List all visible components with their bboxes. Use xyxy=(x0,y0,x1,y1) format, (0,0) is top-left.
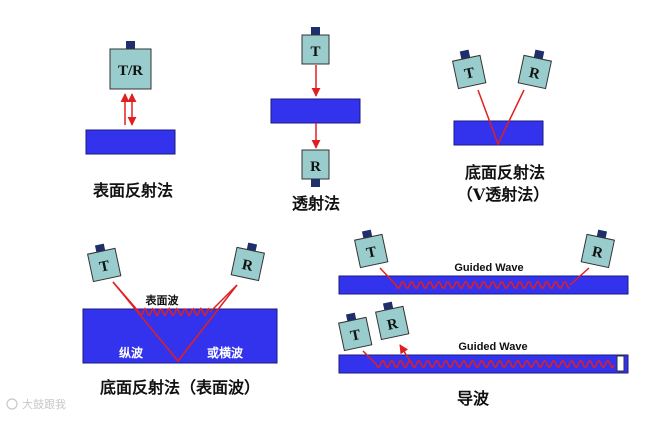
panel-v-transmission: T R 底面反射法 （V透射法） xyxy=(452,49,552,204)
connector-icon xyxy=(311,27,320,35)
caption-v-transmission-line1: 底面反射法 xyxy=(465,163,545,182)
transmitter-t: T xyxy=(87,243,122,283)
watermark-text: 大鼓跟我 xyxy=(22,397,66,411)
test-plate xyxy=(270,98,361,124)
connector-icon xyxy=(533,49,545,60)
plate-end-marker xyxy=(616,355,625,372)
transducer-tr-label: T/R xyxy=(118,63,143,79)
watermark: 大鼓跟我 xyxy=(6,397,66,411)
receiver-r: R xyxy=(517,49,552,90)
receiver-label: R xyxy=(386,316,400,334)
lower-transmitter-t: T xyxy=(338,312,373,352)
beam-v-path xyxy=(477,89,525,146)
caption-bottom-surface-wave: 底面反射法（表面波） xyxy=(100,378,260,397)
beam-in xyxy=(362,350,377,365)
surface-wave-label: 表面波 xyxy=(145,293,180,307)
transducer-tr xyxy=(109,48,152,90)
connector-icon xyxy=(126,41,135,49)
test-plate xyxy=(85,129,176,155)
transmitter-label: T xyxy=(310,44,320,60)
guided-wave-label-upper: Guided Wave xyxy=(454,262,523,274)
transmitter-t xyxy=(301,34,330,65)
transverse-wave-label: 或横波 xyxy=(207,345,244,360)
test-plate xyxy=(453,120,544,146)
beam-v-path xyxy=(112,281,238,363)
longitudinal-wave-label: 纵波 xyxy=(119,345,144,360)
receiver-label: R xyxy=(240,257,254,275)
surface-wave xyxy=(138,307,211,317)
receiver-label: R xyxy=(310,159,321,175)
caption-transmission: 透射法 xyxy=(292,194,340,213)
guided-wave-upper xyxy=(395,281,570,289)
connector-icon xyxy=(459,49,471,60)
transmitter-label: T xyxy=(463,65,476,83)
upper-transmitter-t: T xyxy=(354,229,389,269)
beam-out xyxy=(569,267,590,286)
receiver-r: R xyxy=(230,242,265,282)
transmitter-t: T xyxy=(452,49,487,90)
receiver-r xyxy=(301,149,330,180)
guided-wave-label-lower: Guided Wave xyxy=(458,341,527,353)
panel-surface-reflection: T/R 表面反射法 xyxy=(85,41,176,200)
beam-to-surface xyxy=(112,281,140,313)
watermark-logo-icon xyxy=(6,398,18,410)
transmitter-label: T xyxy=(365,244,378,262)
panel-guided-wave: T R Guided Wave T R Guided Wave 导波 xyxy=(338,229,629,408)
receiver-label: R xyxy=(527,65,541,83)
upper-test-plate xyxy=(338,275,629,295)
lower-receiver-r: R xyxy=(375,301,410,341)
transmitter-label: T xyxy=(349,327,362,345)
caption-surface-reflection: 表面反射法 xyxy=(92,181,173,200)
caption-guided-wave: 导波 xyxy=(457,389,490,408)
panel-bottom-surface-wave: T R 表面波 纵波 或横波 底面反射法（表面波） xyxy=(82,242,278,397)
connector-icon xyxy=(311,179,320,187)
upper-receiver-r: R xyxy=(580,229,615,269)
beam-echo-arrow xyxy=(399,344,413,365)
beam-in xyxy=(379,267,397,286)
test-plate xyxy=(82,308,278,364)
receiver-label: R xyxy=(590,244,604,262)
beam-from-surface xyxy=(209,284,238,313)
transmitter-label: T xyxy=(98,258,111,276)
guided-wave-lower xyxy=(375,359,615,369)
caption-v-transmission-line2: （V透射法） xyxy=(457,185,549,204)
panel-transmission: T R 透射法 xyxy=(270,27,361,213)
